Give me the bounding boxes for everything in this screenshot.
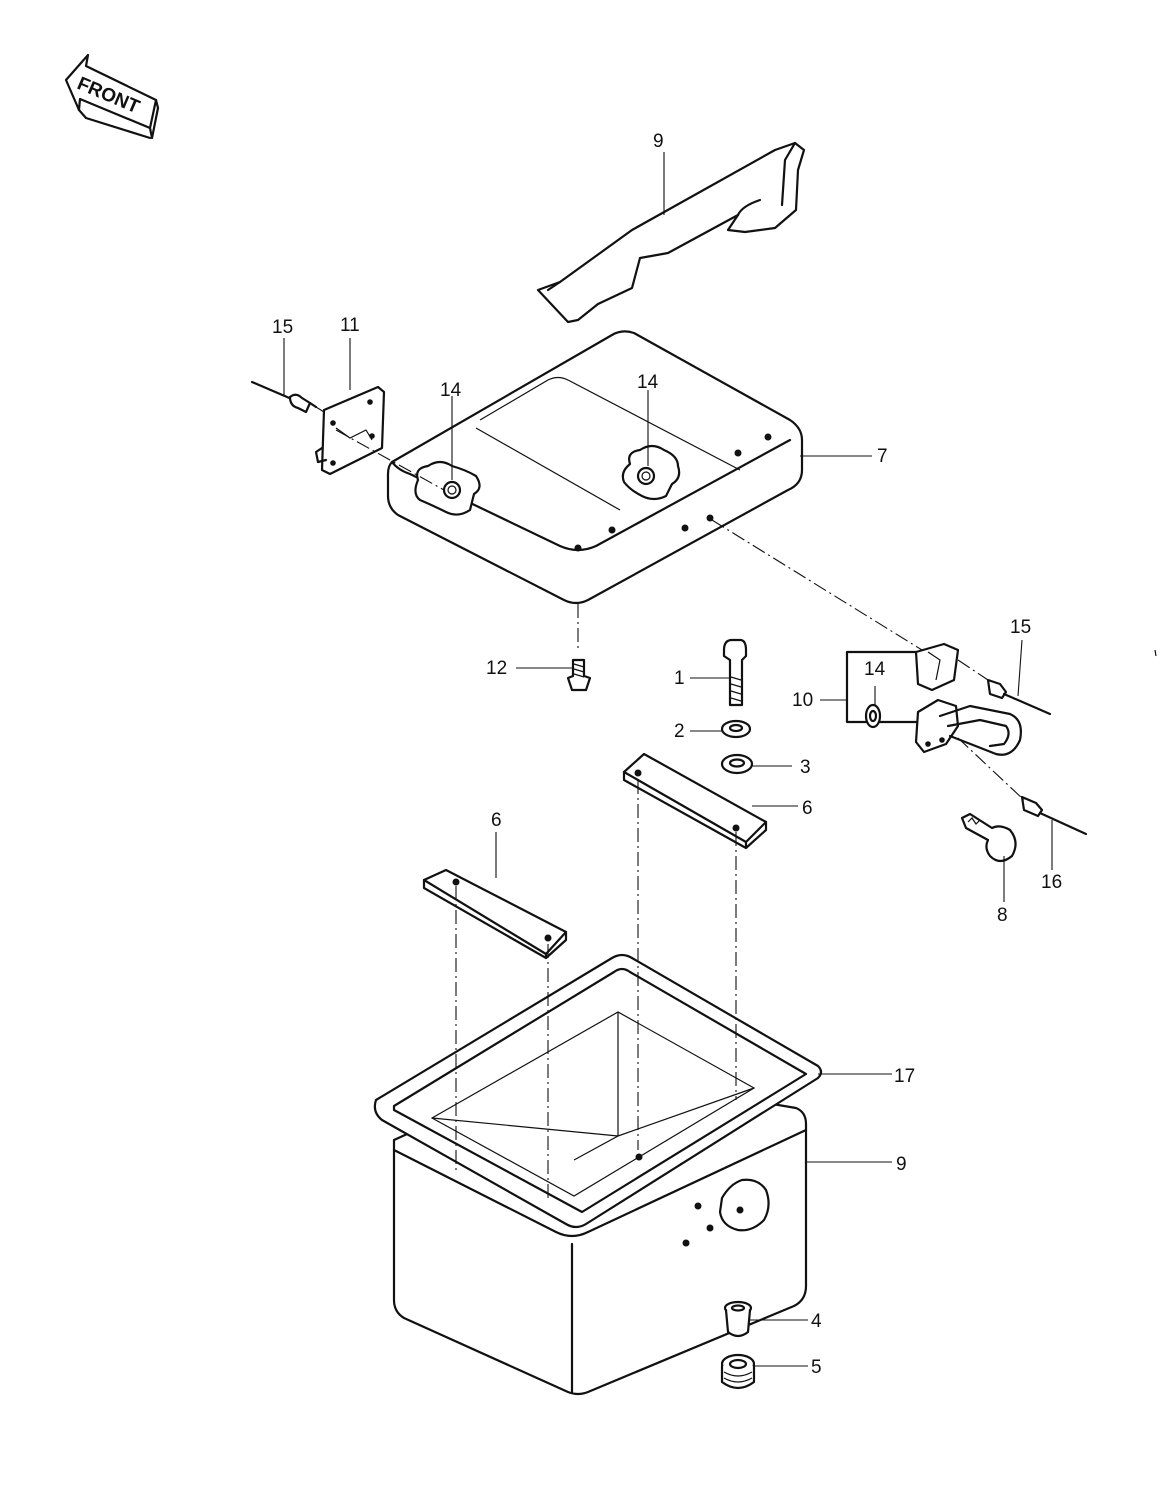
lid-part: [386, 330, 804, 605]
handle-part: [536, 141, 806, 324]
callout-16: 16: [1041, 872, 1062, 893]
callout-12: 11: [340, 315, 360, 336]
callout-13: 12: [486, 658, 507, 679]
callout-14-center: 14: [637, 372, 659, 393]
callout-5: 5: [811, 1357, 822, 1378]
bracket-part-right: [622, 752, 768, 850]
callout-2: 2: [674, 721, 685, 742]
rivet-part: [250, 380, 318, 414]
rivet-part-right: [986, 678, 1052, 716]
callout-labels: 9 15 11 14 14 7 12 1 2 3 6 6 10 14 15 16…: [272, 131, 1062, 1378]
callout-15-top: 15: [272, 317, 293, 338]
grommet-part: [720, 1353, 756, 1390]
flat-washer-part: [720, 753, 754, 775]
leader-lines: [283, 152, 1053, 1367]
callout-6-left: 6: [491, 810, 502, 831]
callout-14-right: 14: [864, 659, 886, 680]
bracket-part-left: [422, 868, 568, 960]
callout-7: 7: [877, 446, 888, 467]
lock-assembly-part: [845, 642, 1022, 756]
screw-part: [566, 658, 592, 692]
callout-1: 1: [674, 668, 685, 689]
stray-mark: [1154, 649, 1157, 657]
callout-11: 10: [792, 690, 813, 711]
assembly-lines: [315, 406, 1025, 1200]
rivet-part-lower: [1020, 795, 1088, 836]
callout-8: 8: [997, 905, 1008, 926]
key-part: [960, 812, 1017, 863]
small-washer-part: [864, 703, 882, 729]
callout-17: 17: [894, 1066, 915, 1087]
front-arrow-icon: FRONT: [64, 53, 160, 140]
callout-3: 3: [800, 757, 811, 778]
callout-14-left: 14: [440, 380, 462, 401]
callout-4: 4: [811, 1311, 822, 1332]
callout-6-right: 6: [802, 798, 813, 819]
lock-washer-part: [720, 719, 752, 739]
hinge-part: [314, 385, 386, 476]
bolt-part: [722, 638, 748, 707]
seal-part: [373, 953, 823, 1229]
callout-15-right: 15: [1010, 617, 1031, 638]
callout-10: 9: [653, 131, 664, 152]
collar-part: [723, 1300, 753, 1338]
callout-9-text: 9: [896, 1154, 907, 1175]
